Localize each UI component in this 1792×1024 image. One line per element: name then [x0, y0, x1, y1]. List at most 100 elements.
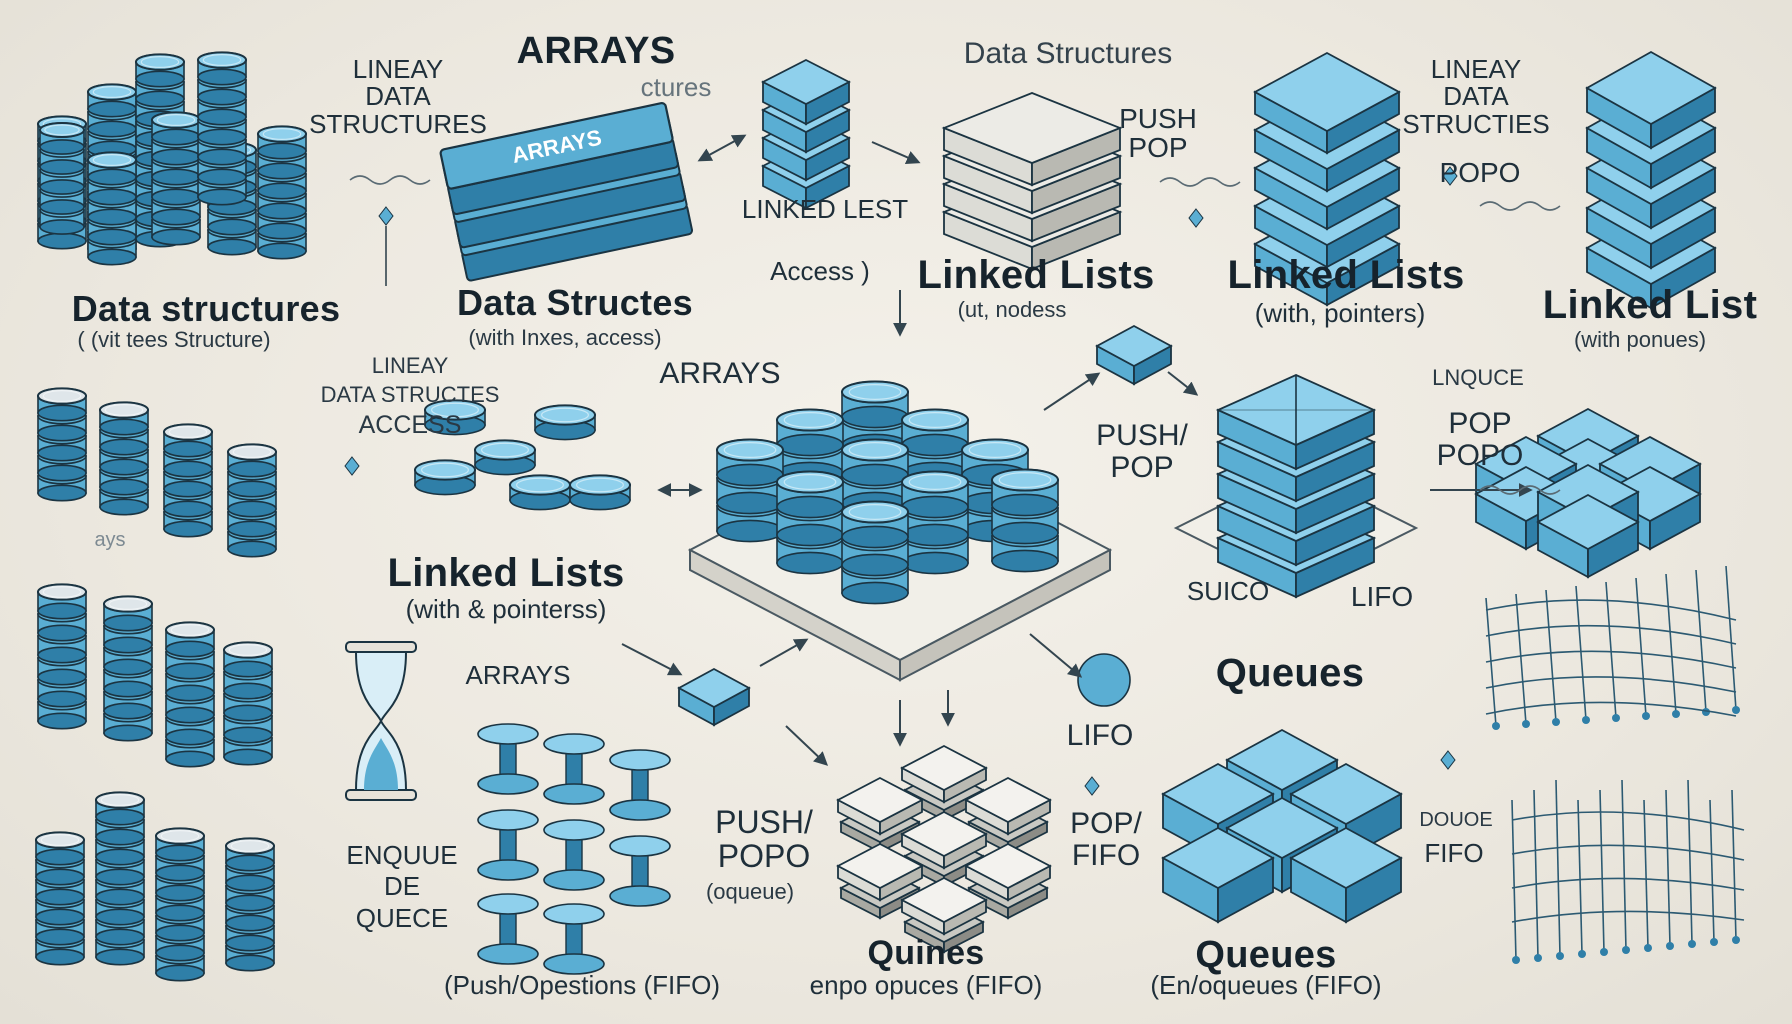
disc-stack	[509, 474, 571, 511]
disc-stack	[474, 439, 536, 476]
disc-stack	[716, 438, 784, 543]
queue-cube-cluster-1	[1474, 407, 1702, 579]
squiggle-connector	[349, 175, 431, 185]
squiggle-connector	[1159, 177, 1241, 187]
disc-stack	[37, 583, 87, 730]
label-oqueue: (oqueue)	[705, 879, 795, 904]
label-popo-top: POPO	[1439, 157, 1521, 188]
label-lifo-1: LIFO	[1350, 581, 1414, 612]
floating-block-2	[677, 667, 751, 727]
label-push-operations: (Push/Opestions (FIFO)	[444, 970, 720, 1000]
label-arrays-mid: ARRAYS	[659, 357, 781, 390]
slab-block	[1161, 826, 1275, 924]
diamond-connector	[1084, 776, 1100, 796]
diamond-connector	[1442, 166, 1458, 186]
label-push-popo: PUSH/POPO	[715, 804, 813, 874]
slab-block	[761, 58, 851, 126]
connector-arrow	[621, 643, 683, 676]
arrays-book-stack: ARRAYS	[439, 102, 694, 282]
label-enpo-opuces: enpo opuces (FIFO)	[809, 970, 1043, 1000]
slab-block	[1253, 51, 1401, 155]
diamond-connector	[1188, 208, 1204, 228]
connector-arrow	[1029, 633, 1083, 678]
connector-arrow	[785, 725, 829, 766]
disc-stack	[901, 470, 969, 575]
blue-tower-stack-1	[1253, 51, 1401, 307]
slab-block	[941, 92, 1123, 187]
disc-stack	[99, 401, 149, 516]
hourglass-icon	[345, 641, 417, 801]
label-linked-lists-1: Linked Lists	[917, 253, 1155, 297]
grey-cap-cluster	[836, 744, 1052, 954]
label-en-oqueues: (En/oqueues (FIFO)	[1150, 970, 1382, 1000]
connector-arrow	[1043, 372, 1101, 411]
label-linked-lists-2: Linked Lists	[1227, 253, 1465, 297]
slab-block	[900, 810, 988, 870]
label-queues-1: Queues	[1215, 651, 1365, 695]
squiggle-connector	[1479, 485, 1561, 495]
disc-stack	[414, 459, 476, 496]
disc-stack	[35, 831, 85, 966]
label-arrays-top: ARRAYS	[516, 30, 676, 72]
disc-stack	[223, 641, 273, 766]
disc-stack	[225, 837, 275, 972]
label-linked-lists-3: Linked Lists	[387, 551, 625, 595]
connector-arrow	[1167, 371, 1199, 396]
label-arrays-low: ARRAYS	[465, 660, 571, 690]
label-quines: Quines	[867, 934, 985, 972]
slab-block	[1289, 826, 1403, 924]
disc-stack	[163, 423, 213, 538]
label-data-structures-top: Data Structures	[963, 37, 1173, 70]
label-ctures-ghost: ctures	[640, 72, 712, 102]
label-lifo-2: LIFO	[1066, 719, 1134, 752]
grey-slab-stack	[941, 92, 1123, 271]
disc-stack	[165, 621, 215, 768]
label-linked-lest: LINKED LEST	[741, 194, 909, 224]
slab-block	[1536, 493, 1640, 579]
disc-stack	[776, 470, 844, 575]
disc-stack	[257, 125, 307, 260]
disc-stack	[39, 121, 85, 235]
label-access-paren: Access )	[770, 256, 870, 286]
disc-stack	[227, 443, 277, 558]
label-data-structures-left: Data structures	[71, 288, 341, 329]
queue-cube-cluster-2	[1161, 728, 1403, 924]
label-with-pointers-1: (with, pointers)	[1254, 298, 1426, 328]
disc-stack	[569, 474, 631, 511]
slab-block	[964, 776, 1052, 836]
label-suico: SUICO	[1186, 576, 1270, 606]
queue-tower	[1173, 374, 1419, 599]
disc-stack	[103, 595, 153, 742]
slab-block	[836, 842, 924, 902]
slab-block	[900, 876, 988, 936]
disc-stack	[197, 51, 247, 206]
disc-stack	[991, 468, 1059, 573]
wire-mesh-structure	[1485, 565, 1745, 964]
connector-arrow	[759, 638, 809, 667]
disc-stack	[37, 387, 87, 502]
slab-block	[1585, 50, 1717, 150]
slab-block	[836, 776, 924, 836]
slab-block	[964, 842, 1052, 902]
disc-stack	[534, 404, 596, 441]
label-push-pop-mid: PUSH/POP	[1096, 419, 1188, 484]
label-with-ponues: (with ponues)	[1573, 327, 1707, 352]
center-platform	[687, 380, 1113, 682]
label-linked-list-right: Linked List	[1542, 283, 1758, 327]
connector-arrow	[871, 141, 921, 164]
slab-block	[900, 744, 988, 804]
label-data-structes: Data Structes	[457, 282, 693, 323]
connector-arrow	[697, 134, 747, 162]
diamond-connector	[1440, 750, 1456, 770]
disc-stack	[95, 791, 145, 966]
label-ays-ghost: ays	[94, 529, 126, 551]
label-with-pointerss: (with & pointerss)	[405, 594, 607, 624]
label-dquue: DOUOE	[1419, 809, 1493, 831]
floating-block-1	[1095, 324, 1173, 386]
diamond-connector	[378, 206, 394, 226]
